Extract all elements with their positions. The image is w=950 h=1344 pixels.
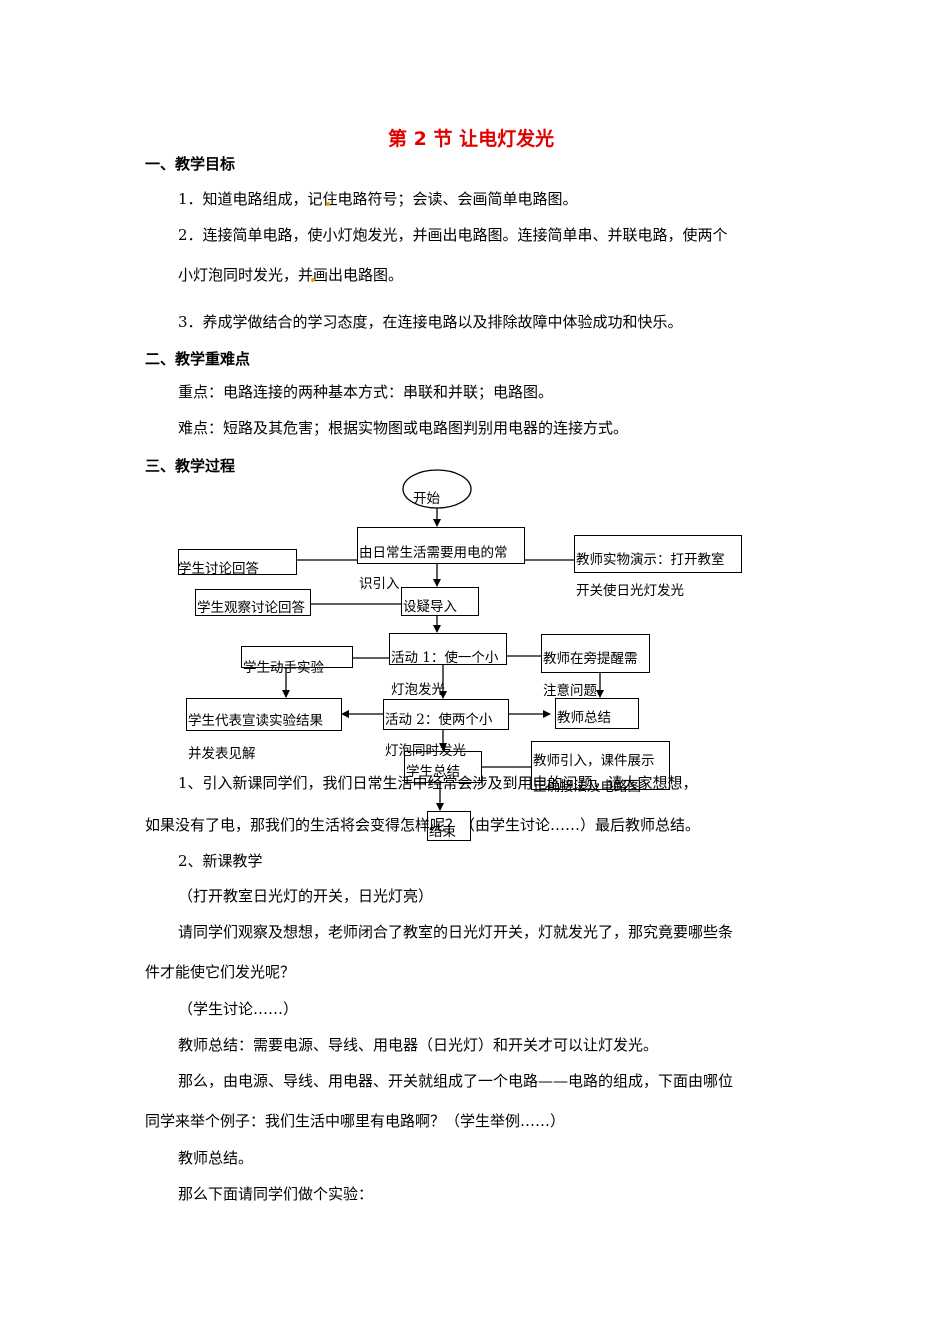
- flow-right3-box: [555, 698, 639, 729]
- key-point-text: 重点：电路连接的两种基本方式：串联和并联；电路图。: [178, 383, 554, 401]
- flow-question-box: [401, 587, 479, 616]
- goal-item-1: 1．知道电路组成，记住电路符号；会读、会画简单电路图。: [178, 190, 578, 208]
- body-paragraph-5: （学生讨论……）: [178, 1000, 299, 1018]
- body-paragraph-4: 请同学们观察及想想，老师闭合了教室的日光灯开关，灯就发光了，那究竟要哪些条: [178, 923, 734, 941]
- flow-summary-box: [404, 751, 482, 783]
- flow-left1-box: [178, 549, 297, 575]
- page-title: 第 2 节 让电灯发光: [388, 128, 555, 150]
- flow-right4-label-cont: 正确接法及电路图: [533, 779, 641, 795]
- flow-right1-label: 教师实物演示：打开教室: [576, 552, 725, 568]
- flow-activity1-label-cont: 灯泡发光: [391, 682, 445, 698]
- flow-right1-label-cont: 开关使日光灯发光: [576, 583, 684, 599]
- flow-start-label: 开始: [413, 491, 440, 507]
- flow-left3-label: 学生动手实验: [243, 660, 324, 676]
- body-paragraph-3: （打开教室日光灯的开关，日光灯亮）: [178, 887, 434, 905]
- flow-left3-box: [241, 646, 353, 668]
- flow-question-label: 设疑导入: [403, 599, 457, 615]
- flow-intro-label: 由日常生活需要用电的常: [359, 545, 508, 561]
- flow-intro-label-cont: 识引入: [359, 576, 400, 592]
- body-paragraph-2: 2、新课教学: [178, 852, 263, 870]
- body-paragraph-7: 那么，由电源、导线、用电器、开关就组成了一个电路——电路的组成，下面由哪位: [178, 1072, 734, 1090]
- flow-activity2-box: [383, 699, 509, 730]
- flow-intro-box: [357, 527, 525, 564]
- goal-item-2-cont: 小灯泡同时发光，并画出电路图。: [178, 266, 404, 284]
- goal-item-3: 3．养成学做结合的学习态度，在连接电路以及排除故障中体验成功和快乐。: [178, 313, 683, 331]
- flow-left4-box: [186, 698, 342, 731]
- difficult-point-text: 难点：短路及其危害；根据实物图或电路图判别用电器的连接方式。: [178, 419, 629, 437]
- flow-left4-label: 学生代表宣读实验结果: [188, 713, 323, 729]
- bullet-mark: [311, 278, 315, 282]
- flow-end-box: [427, 811, 471, 841]
- flow-right3-label: 教师总结: [557, 710, 611, 726]
- body-paragraph-8: 教师总结。: [178, 1149, 254, 1167]
- flow-summary-label: 学生总结: [406, 764, 460, 780]
- section-heading-process: 三、教学过程: [145, 457, 236, 475]
- flow-right2-box: [541, 634, 650, 673]
- section-heading-goals: 一、教学目标: [145, 155, 236, 173]
- bullet-mark: [326, 202, 330, 206]
- flow-left2-label: 学生观察讨论回答: [197, 600, 305, 616]
- body-paragraph-7-cont: 同学来举个例子：我们生活中哪里有电路啊？（学生举例……）: [145, 1112, 566, 1130]
- flow-activity1-box: [389, 633, 507, 665]
- flow-right1-box: [574, 535, 742, 573]
- flow-right4-box: [531, 741, 670, 790]
- flow-activity1-label: 活动 1：使一个小: [391, 650, 499, 666]
- flow-end-label: 结束: [429, 824, 456, 840]
- body-paragraph-9: 那么下面请同学们做个实验：: [178, 1185, 374, 1203]
- flow-left1-label: 学生讨论回答: [178, 561, 259, 577]
- flow-left2-box: [195, 589, 311, 616]
- flow-right4-label: 教师引入，课件展示: [533, 753, 655, 769]
- section-heading-key-points: 二、教学重难点: [145, 350, 251, 368]
- flow-right2-label: 教师在旁提醒需: [543, 651, 638, 667]
- flow-right2-label-cont: 注意问题: [543, 683, 597, 699]
- body-paragraph-6: 教师总结：需要电源、导线、用电器（日光灯）和开关才可以让灯发光。: [178, 1036, 659, 1054]
- flow-activity2-label: 活动 2：使两个小: [385, 712, 493, 728]
- body-paragraph-1-cont: 如果没有了电，那我们的生活将会变得怎样呢？（由学生讨论……）最后教师总结。: [145, 816, 701, 834]
- goal-item-2: 2．连接简单电路，使小灯炮发光，并画出电路图。连接简单串、并联电路，使两个: [178, 226, 728, 244]
- body-paragraph-4-cont: 件才能使它们发光呢？: [145, 963, 296, 981]
- body-paragraph-1: 1、引入新课同学们，我们日常生活中经常会涉及到用电的问题，请大家想想，: [178, 774, 698, 792]
- flow-left4-label-cont: 并发表见解: [188, 746, 256, 762]
